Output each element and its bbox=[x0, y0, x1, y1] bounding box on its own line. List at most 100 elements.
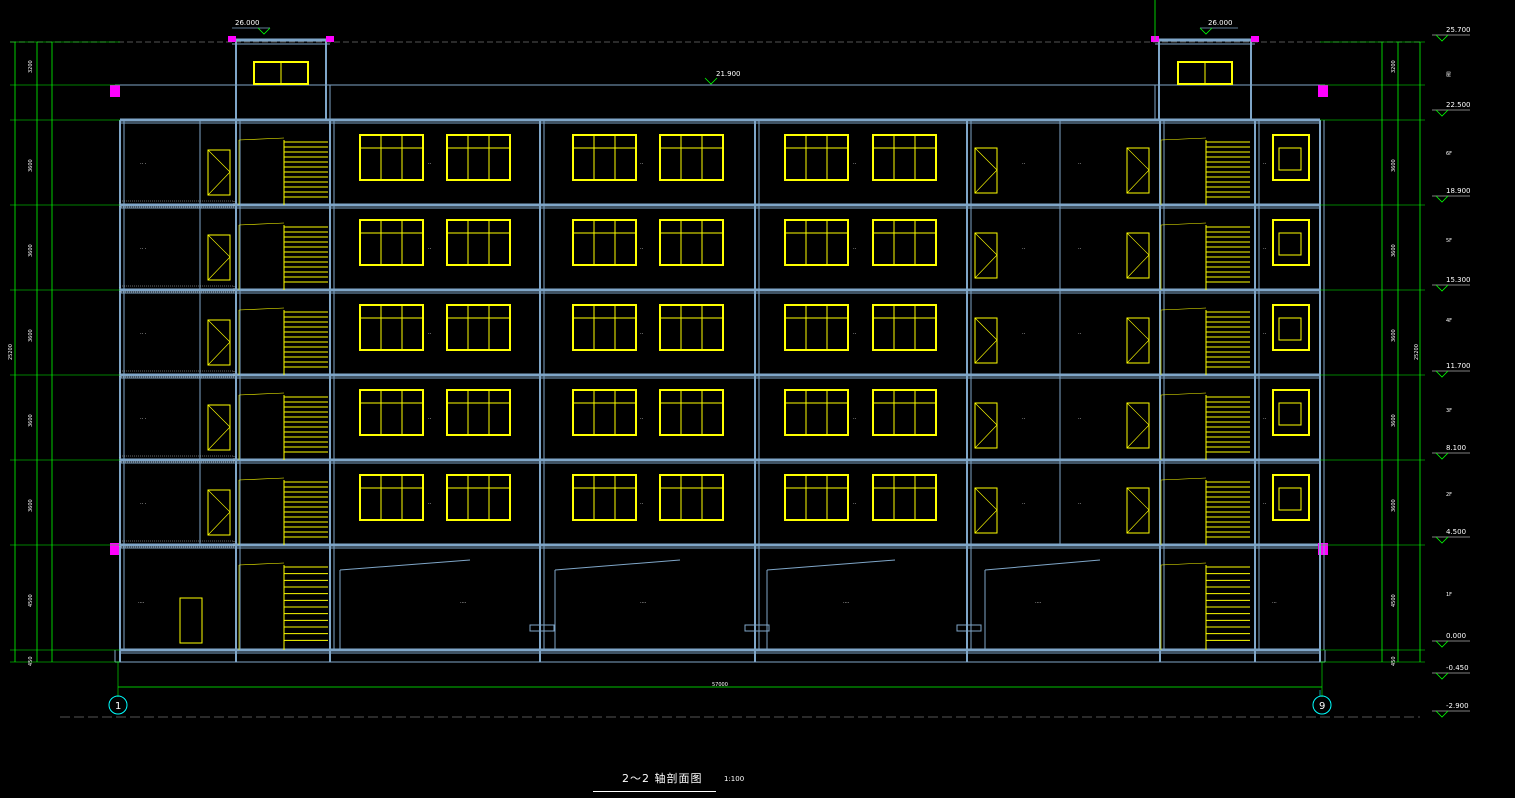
room-label: ···· bbox=[843, 600, 850, 606]
stair-rail bbox=[238, 307, 285, 311]
door-swing bbox=[207, 404, 231, 428]
room-label: ·· bbox=[1022, 416, 1026, 422]
axis-bubble bbox=[108, 695, 128, 715]
door-swing bbox=[974, 339, 998, 364]
door-frame bbox=[974, 487, 998, 534]
stair-set bbox=[238, 137, 1250, 650]
stair-rail bbox=[1160, 392, 1207, 396]
window-frame bbox=[359, 474, 424, 521]
room-label: ··· bbox=[1272, 600, 1277, 606]
dim-total-height: 25200 bbox=[8, 344, 14, 360]
door-frame bbox=[1126, 147, 1150, 194]
room-label: ·· bbox=[428, 161, 432, 167]
ground-beam bbox=[339, 559, 471, 571]
dim-text: 4500 bbox=[28, 594, 34, 607]
dim-total-width: 57000 bbox=[712, 682, 728, 688]
door-swing bbox=[974, 254, 998, 279]
end-window-inner bbox=[1278, 487, 1302, 511]
door-frame bbox=[1126, 317, 1150, 364]
elevation-label: 22.500 bbox=[1446, 101, 1471, 109]
window-frame bbox=[659, 304, 724, 351]
column-footing bbox=[956, 624, 982, 632]
room-label: ·· · bbox=[140, 331, 147, 337]
window-frame bbox=[572, 304, 637, 351]
floor-label: 4F bbox=[1446, 318, 1452, 324]
end-window-inner bbox=[1278, 232, 1302, 256]
door-swing bbox=[1126, 339, 1150, 364]
end-window-inner bbox=[1278, 402, 1302, 426]
column-footing bbox=[744, 624, 770, 632]
door-frame bbox=[974, 402, 998, 449]
room-label: ·· bbox=[1022, 501, 1026, 507]
window-frame bbox=[872, 474, 937, 521]
tower-corner-mark bbox=[326, 36, 334, 42]
end-window bbox=[1272, 304, 1310, 351]
parapet-mark bbox=[1318, 85, 1328, 97]
elevation-marker bbox=[1435, 370, 1449, 378]
room-label: ·· bbox=[1022, 246, 1026, 252]
window-frame bbox=[572, 134, 637, 181]
balcony-hatch bbox=[119, 200, 235, 208]
room-label: ·· bbox=[428, 331, 432, 337]
dim-text: 3600 bbox=[1391, 499, 1397, 512]
door-frame bbox=[1126, 232, 1150, 279]
ground-beam bbox=[766, 559, 896, 571]
floor-label: 2F bbox=[1446, 492, 1452, 498]
room-label: ·· bbox=[853, 161, 857, 167]
door-swing bbox=[1126, 509, 1150, 534]
room-label: ·· bbox=[640, 501, 644, 507]
dim-text: 3600 bbox=[1391, 159, 1397, 172]
window-frame bbox=[784, 474, 849, 521]
room-label: ·· bbox=[853, 246, 857, 252]
end-window bbox=[1272, 474, 1310, 521]
door-swing bbox=[974, 232, 998, 256]
window-frame bbox=[446, 474, 511, 521]
room-label: ·· bbox=[1263, 246, 1267, 252]
ground-beam bbox=[984, 559, 1101, 571]
stair-rail bbox=[1160, 137, 1207, 141]
dim-text: 3200 bbox=[28, 60, 34, 73]
title-underline bbox=[593, 791, 716, 792]
door-swing bbox=[1126, 424, 1150, 449]
room-label: ·· bbox=[1078, 416, 1082, 422]
stair-rail bbox=[1160, 562, 1207, 566]
stair-rail bbox=[1160, 307, 1207, 311]
dim-text: 450 bbox=[1391, 656, 1397, 666]
room-label: ·· · bbox=[140, 501, 147, 507]
stair-rail bbox=[238, 562, 285, 566]
window-frame bbox=[872, 134, 937, 181]
balcony-hatch bbox=[119, 285, 235, 293]
room-label: ·· bbox=[1263, 416, 1267, 422]
elevation-marker bbox=[1435, 109, 1449, 117]
door-swing bbox=[974, 487, 998, 511]
window-frame bbox=[872, 219, 937, 266]
room-label: ·· bbox=[428, 246, 432, 252]
elevation-label: 8.100 bbox=[1446, 444, 1466, 452]
room-label: ·· · bbox=[140, 161, 147, 167]
elevation-label: 4.500 bbox=[1446, 528, 1466, 536]
level-marker bbox=[1199, 27, 1213, 35]
elevation-label: 18.900 bbox=[1446, 187, 1471, 195]
door-frame bbox=[974, 317, 998, 364]
balcony-hatch bbox=[119, 540, 235, 548]
door-swing bbox=[207, 489, 231, 513]
floor-label: 3F bbox=[1446, 408, 1452, 414]
door-frame bbox=[1126, 402, 1150, 449]
door-swing bbox=[207, 171, 231, 196]
axis-label: 9 bbox=[1319, 701, 1325, 712]
window-frame bbox=[659, 219, 724, 266]
end-window bbox=[1272, 389, 1310, 436]
axis-bubble bbox=[1312, 695, 1332, 715]
window-frame bbox=[784, 304, 849, 351]
window-frame bbox=[784, 219, 849, 266]
dim-total-height: 25200 bbox=[1414, 344, 1420, 360]
window-frame bbox=[446, 304, 511, 351]
left-door bbox=[207, 404, 231, 451]
stair-rail bbox=[238, 137, 285, 141]
room-label: ·· bbox=[1263, 161, 1267, 167]
elevation-marker bbox=[1435, 640, 1449, 648]
drawing-scale: 1:100 bbox=[724, 775, 745, 783]
door-swing bbox=[207, 319, 231, 343]
room-label: ···· bbox=[460, 600, 467, 606]
